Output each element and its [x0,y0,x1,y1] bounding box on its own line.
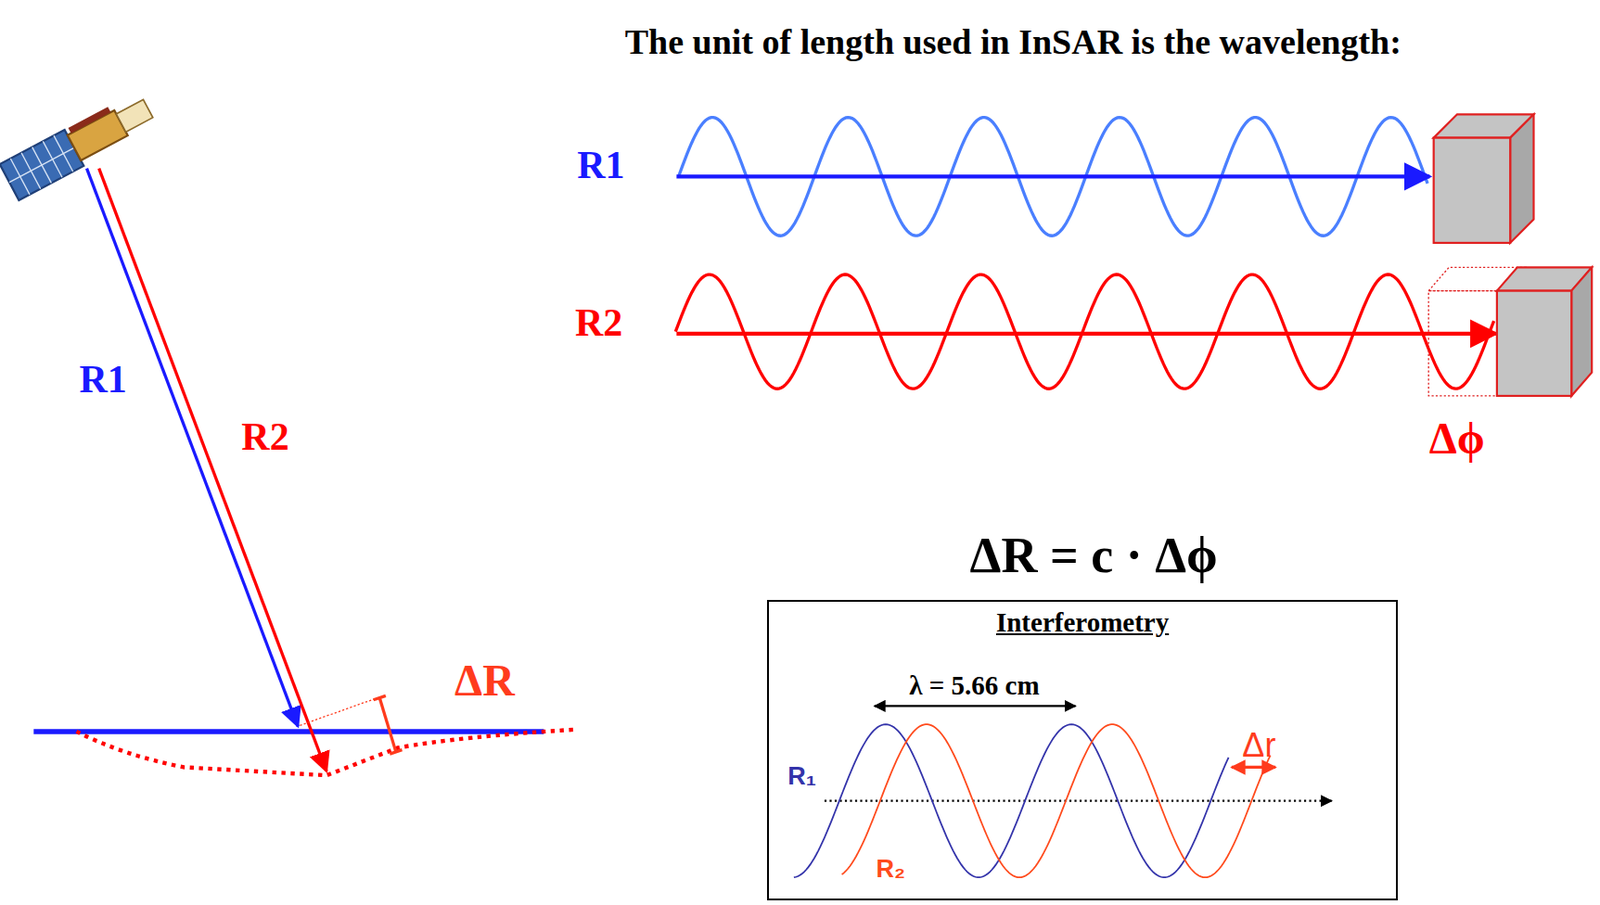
range-arrow-r1 [676,174,1430,179]
range-label: R2 [575,301,623,345]
formula: ΔR = c · Δϕ [970,528,1218,584]
wave-label: R₁ [787,763,817,792]
target-cube [1433,114,1535,244]
satellite [0,90,158,201]
inset-wave-r1 [793,724,1229,878]
bracket-tick [389,750,402,755]
range-arrow-r2 [676,332,1496,336]
displacement-label: ΔR [454,655,515,705]
title: The unit of length used in InSAR is the … [625,23,1402,63]
phase-label: Δϕ [1429,414,1485,464]
delta-r-label: Δr [1241,727,1276,765]
range-line-r2 [99,168,327,772]
bracket-tick [373,695,386,700]
delta-r-arrow [1231,766,1276,769]
ground-line [33,729,544,735]
delta-r-bracket [379,698,397,753]
wavelength-arrow [874,704,1076,707]
range-label: R1 [576,143,625,187]
inset-box: Interferometry [767,600,1398,902]
range-line-r1 [87,168,299,728]
inset-wave-r2 [842,724,1271,878]
leader-line [299,698,378,727]
range-label: R2 [241,415,289,459]
box-heading: Interferometry [768,601,1396,639]
wavelength-label: λ = 5.66 cm [908,671,1039,702]
axis-line [824,800,1332,803]
displaced-cube [1497,267,1592,397]
range-label: R1 [78,358,127,401]
wave-label: R₂ [876,856,907,884]
